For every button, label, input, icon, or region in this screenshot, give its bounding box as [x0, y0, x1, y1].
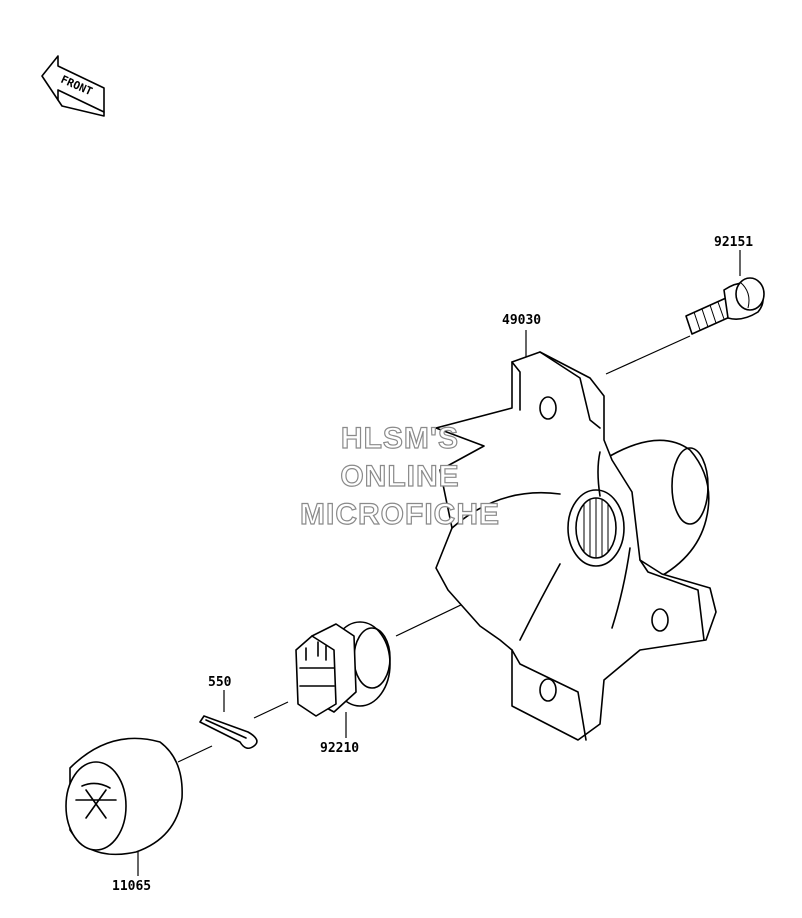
part-labels: 92151 49030 550 92210 11065: [112, 235, 753, 894]
watermark-line-1: HLSM'S: [341, 422, 459, 455]
hub-cap-11065: [65, 737, 183, 856]
front-arrow-icon: FRONT: [41, 55, 105, 117]
castle-nut-92210: [295, 621, 391, 717]
watermark-line-2: ONLINE: [340, 460, 459, 493]
hub-49030: [435, 351, 717, 741]
part-label-92210: 92210: [320, 741, 359, 756]
cotter-pin-550: [199, 715, 258, 750]
part-label-92151: 92151: [714, 235, 753, 250]
watermark: HLSM'S ONLINE MICROFICHE: [299, 421, 500, 531]
part-label-49030: 49030: [502, 313, 541, 328]
stud-bolt-92151: [685, 277, 765, 335]
part-label-11065: 11065: [112, 879, 151, 894]
part-label-550: 550: [208, 675, 232, 690]
watermark-line-3: MICROFICHE: [300, 498, 500, 531]
